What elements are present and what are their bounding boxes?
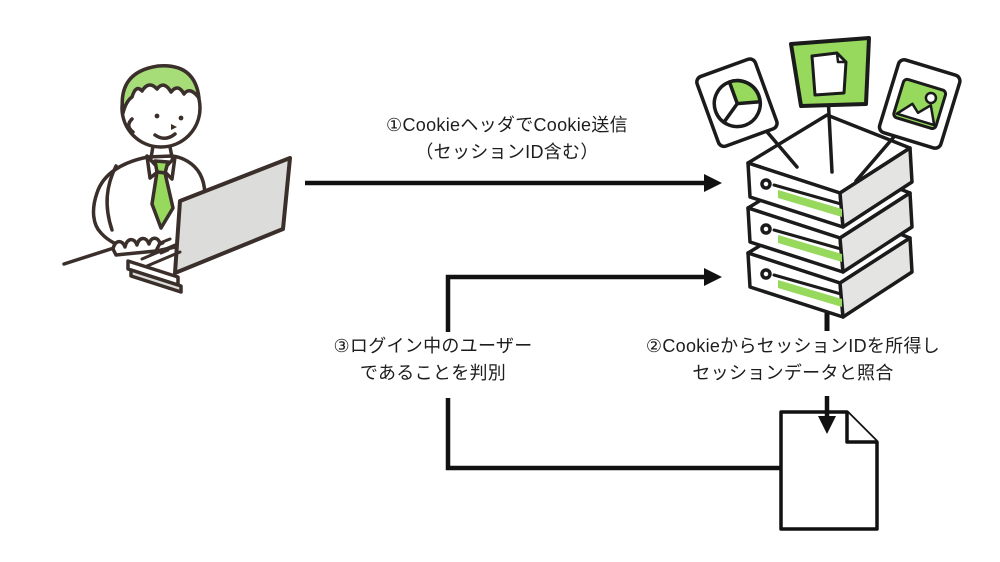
vent-stripe — [778, 190, 842, 217]
step3-label-line2: であることを判別 — [359, 363, 507, 383]
vent-stripe — [778, 280, 842, 307]
eye-left — [154, 113, 160, 119]
neck — [149, 144, 174, 160]
laptop-screen — [173, 156, 292, 275]
led-light — [760, 268, 772, 280]
desk-line — [62, 245, 119, 266]
hair — [120, 64, 201, 115]
file-fold-corner — [845, 412, 877, 444]
tie-blade — [150, 170, 175, 230]
eye-right — [178, 115, 184, 121]
step2-label-line2: セッションデータと照合 — [692, 363, 894, 383]
arrow-step1 — [305, 174, 722, 192]
step2-label: ②CookieからセッションIDを所得し セッションデータと照合 — [603, 333, 983, 387]
server-stack-illustration — [695, 36, 962, 319]
image-card-icon — [877, 58, 962, 150]
step3-label: ③ログイン中のユーザー であることを判別 — [283, 333, 583, 387]
arm-seam — [105, 164, 118, 232]
step1-label-line2: （セッションID含む） — [415, 142, 599, 162]
server-unit-top — [746, 113, 914, 229]
vent-stripe — [778, 235, 842, 262]
person-at-laptop-illustration — [62, 64, 292, 294]
card-connector-center — [826, 93, 834, 174]
ear — [127, 117, 135, 134]
mouth — [153, 132, 177, 140]
arrow-step2-down — [818, 396, 836, 434]
arrow-step3-elbow — [445, 268, 781, 471]
step1-label: ①CookieヘッダでCookie送信 （セッションID含む） — [317, 112, 697, 166]
pie-chart-card-icon — [695, 57, 779, 149]
step2-label-line1: ②CookieからセッションIDを所得し — [645, 336, 941, 356]
session-file-icon — [779, 410, 879, 531]
laptop-base-bottom — [129, 268, 183, 294]
step3-label-line1: ③ログイン中のユーザー — [333, 336, 533, 356]
document-card-icon — [789, 36, 871, 108]
led-light — [760, 178, 772, 190]
led-light — [760, 223, 772, 235]
nose — [171, 124, 177, 130]
step1-label-line1: ①CookieヘッダでCookie送信 — [386, 115, 628, 135]
typing-hand — [111, 236, 162, 257]
